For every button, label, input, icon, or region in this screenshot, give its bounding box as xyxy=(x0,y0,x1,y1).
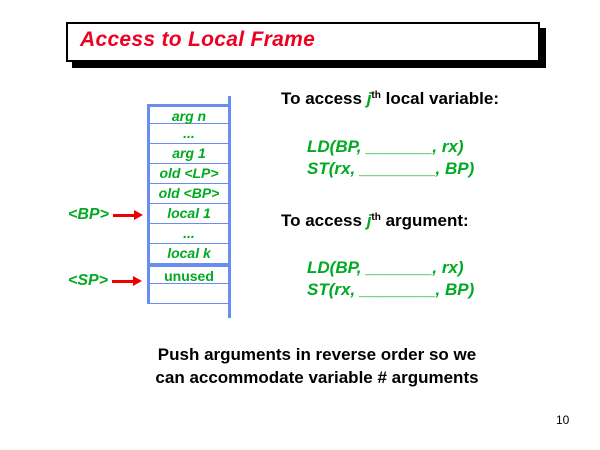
arrow-right-icon xyxy=(112,276,143,286)
access-local-code-line-2: ST(rx, ________, BP) xyxy=(307,159,475,178)
stack-cell-local-1: local 1 xyxy=(147,204,231,224)
stack-cell-old-lp: old <LP> xyxy=(147,164,231,184)
stack-cell-blank xyxy=(147,284,231,304)
title-banner-box: Access to Local Frame xyxy=(66,22,540,62)
access-argument-code-block: LD(BP, _______, rx) ST(rx, ________, BP) xyxy=(307,257,474,301)
access-argument-heading-variable: j xyxy=(366,211,372,230)
slide-title-banner: Access to Local Frame xyxy=(66,22,546,68)
stack-frame-diagram: arg n ... arg 1 old <LP> old <BP> local … xyxy=(147,104,231,304)
stack-pointer-marker: <SP> xyxy=(68,272,143,290)
stack-cell-arg-1: arg 1 xyxy=(147,144,231,164)
stack-pointer-label: <SP> xyxy=(68,272,109,289)
access-local-code-line-1: LD(BP, _______, rx) xyxy=(307,137,464,156)
stack-cell-ellipsis-locals: ... xyxy=(147,224,231,244)
access-argument-heading: To access jth argument: xyxy=(281,211,469,231)
page-title: Access to Local Frame xyxy=(80,28,316,51)
access-argument-code-line-2: ST(rx, ________, BP) xyxy=(307,280,475,299)
access-local-heading-superscript: th xyxy=(371,90,381,101)
stack-cell-local-k: local k xyxy=(147,244,231,264)
base-pointer-marker: <BP> xyxy=(68,206,143,224)
access-local-variable-heading: To access jth local variable: xyxy=(281,89,499,109)
stack-cell-unused: unused xyxy=(147,264,231,284)
arrow-right-icon xyxy=(112,210,143,220)
access-local-code-block: LD(BP, _______, rx) ST(rx, ________, BP) xyxy=(307,136,474,180)
base-pointer-label: <BP> xyxy=(68,206,109,223)
stack-frame-cell-list: arg n ... arg 1 old <LP> old <BP> local … xyxy=(147,104,231,304)
stack-cell-ellipsis-args: ... xyxy=(147,124,231,144)
page-number: 10 xyxy=(556,413,570,427)
stack-cell-arg-n: arg n xyxy=(147,104,231,124)
access-argument-heading-superscript: th xyxy=(371,212,381,223)
stack-cell-old-bp: old <BP> xyxy=(147,184,231,204)
access-local-heading-prefix: To access xyxy=(281,89,367,108)
access-local-heading-suffix: local variable: xyxy=(380,89,499,108)
access-argument-code-line-1: LD(BP, _______, rx) xyxy=(307,258,464,277)
footer-note: Push arguments in reverse order so we ca… xyxy=(155,345,479,387)
access-argument-heading-suffix: argument: xyxy=(380,211,469,230)
access-local-heading-variable: j xyxy=(366,89,372,108)
access-argument-heading-prefix: To access xyxy=(281,211,367,230)
